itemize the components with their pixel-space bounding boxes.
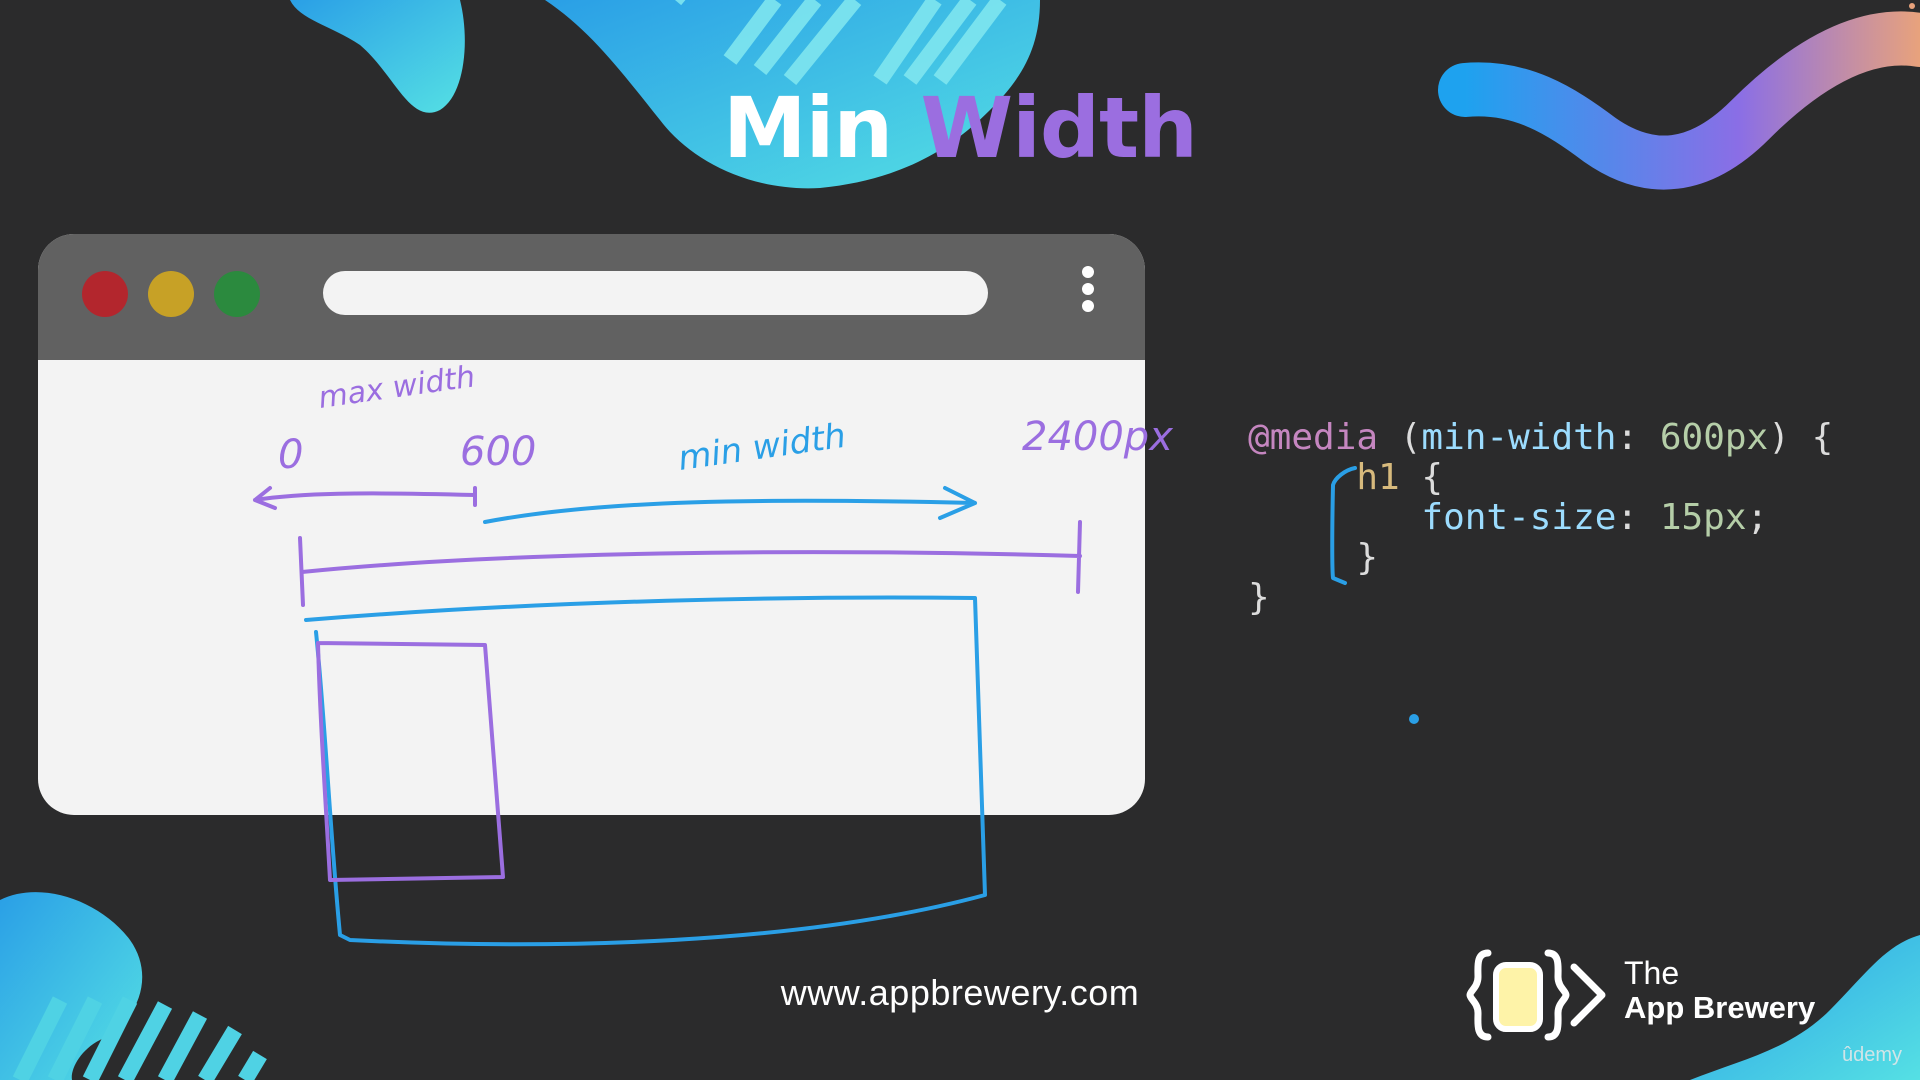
narrow-content-box [316,641,505,882]
address-bar [323,271,988,315]
stripes-top [675,0,1007,86]
brand-line-the: The [1624,955,1680,991]
label-2400px: 2400px [1022,414,1173,460]
code-at-rule: @media [1248,417,1379,458]
code-media-feature: min-width [1421,417,1617,458]
min-width-arrow [483,486,977,524]
max-width-arrow [253,486,477,510]
title-word-min: Min [723,79,893,177]
code-property: font-size [1421,497,1617,538]
title-word-width: Width [920,79,1198,177]
udemy-watermark: ûdemy [1842,1044,1903,1066]
wave-top-right [1438,11,1920,190]
browser-window-mockup [38,234,1145,815]
maximize-button-icon [214,271,260,317]
code-selector: h1 [1356,457,1400,498]
code-bracket [1330,466,1357,585]
slide-title: Min Width [0,86,1920,170]
viewport-range-line [298,520,1082,607]
label-max-width: max width [316,359,477,416]
label-600: 600 [460,429,536,475]
blob-top-center [545,0,1040,189]
browser-toolbar [38,234,1145,360]
label-zero: 0 [278,432,303,478]
minimize-button-icon [148,271,194,317]
blob-top-left [290,0,465,113]
stripes-bottom [12,996,267,1080]
code-media-value: 600px [1659,417,1769,458]
close-button-icon [82,271,128,317]
website-url: www.appbrewery.com [780,972,1140,1013]
app-brewery-logo: The App Brewery [1466,945,1816,1045]
brand-line-app-brewery: App Brewery [1624,990,1816,1025]
wide-content-box [304,595,987,947]
label-min-width: min width [676,416,849,479]
code-property-value: 15px [1659,497,1747,538]
css-code-snippet: @media (min-width: 600px) { h1 { font-si… [1248,417,1834,618]
cursor-dot [1409,714,1419,724]
brewery-logo-icon [1466,949,1606,1041]
blob-bottom-right [1690,935,1920,1080]
kebab-menu-icon [1080,266,1096,322]
